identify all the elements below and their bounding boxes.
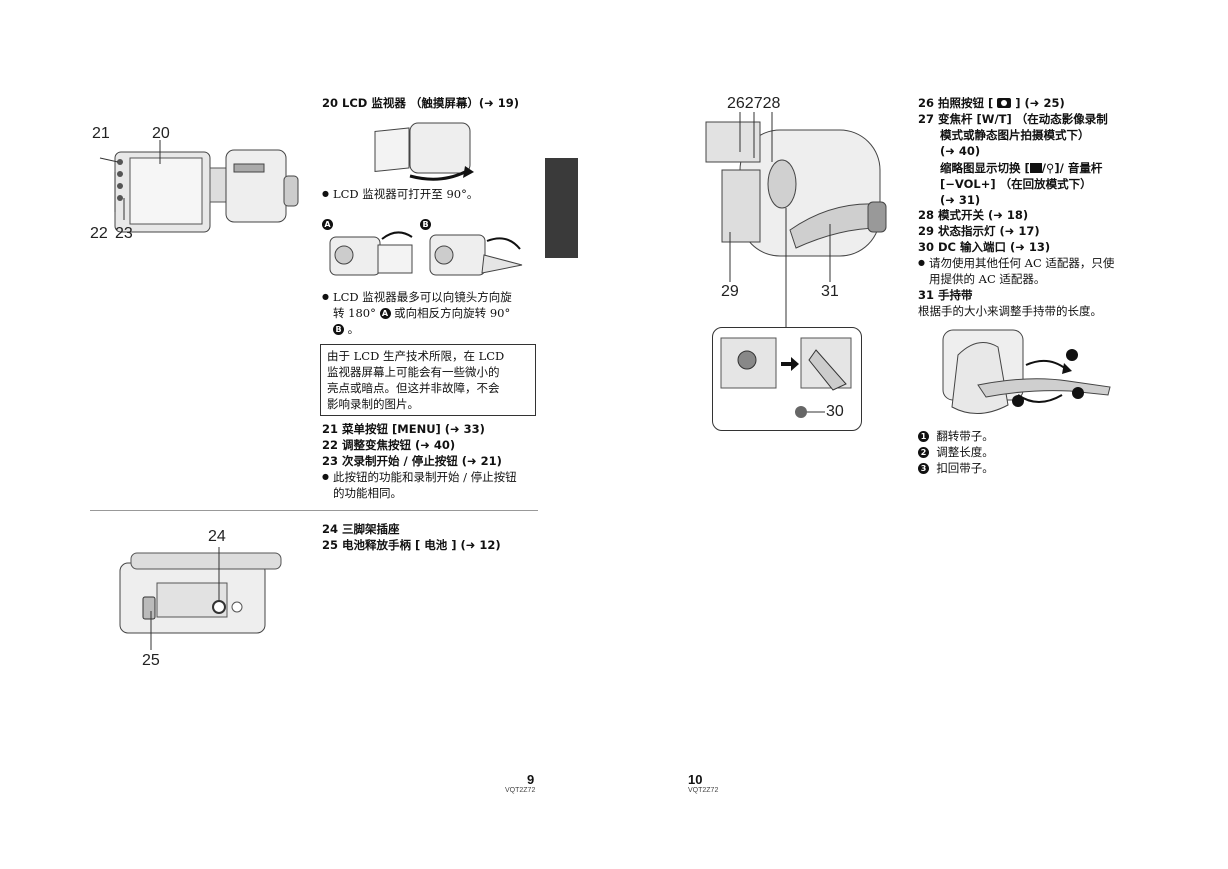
- item-22-zoom-button: 22 调整变焦按钮 (➜ 40): [322, 438, 456, 452]
- step-text: 翻转带子。: [936, 429, 994, 443]
- thumbnail-grid-icon: [1029, 163, 1042, 173]
- grip-belt-description: 根据手的大小来调整手持带的长度。: [918, 304, 1102, 318]
- item-23-sub-record-button: 23 次录制开始 / 停止按钮 (➜ 21): [322, 454, 502, 468]
- callout-29: 29: [721, 283, 739, 300]
- rotate-end: 。: [344, 322, 360, 336]
- thumb-text-a: 缩略图显示切换 [: [940, 161, 1030, 175]
- item26-ref: ] (➜ 25): [1011, 96, 1065, 110]
- rotate-90-text: 或向相反方向旋转 90°: [390, 306, 511, 320]
- step-item: 2 调整长度。: [918, 444, 1138, 460]
- rotate-180-text: 转 180°: [333, 306, 380, 320]
- callout-20: 20: [152, 125, 170, 142]
- item-30-dc-input: 30 DC 输入端口 (➜ 13): [918, 240, 1051, 254]
- section-tab: [545, 158, 578, 258]
- step-item: 3 扣回带子。: [918, 460, 1138, 476]
- step-number: 3: [918, 463, 929, 474]
- item-24-tripod-socket: 24 三脚架插座: [322, 522, 400, 536]
- item-28-mode-switch: 28 模式开关 (➜ 18): [918, 208, 1029, 222]
- item27-line3: (➜ 40): [940, 144, 981, 158]
- camera-side-drawing: [99, 140, 299, 233]
- bullet-23-note: 此按钮的功能和录制开始 / 停止按钮 的功能相同。: [322, 469, 542, 501]
- camera-front-drawing: [705, 112, 887, 327]
- dc-port-drawing: [720, 337, 852, 418]
- page-code-left: VQT2Z72: [505, 787, 536, 794]
- callout-22: 22: [90, 225, 108, 242]
- thumb-line2: [−VOL+] （在回放模式下）: [940, 177, 1092, 191]
- note-line: 影响录制的图片。: [327, 397, 419, 411]
- grip-belt-drawing: [942, 329, 1111, 414]
- callout-26-27-28: 262728: [727, 95, 781, 112]
- note-line: 由于 LCD 生产技术所限，在 LCD: [327, 349, 505, 363]
- callout-24: 24: [208, 528, 226, 545]
- item-26-photo-button: 26 拍照按钮 [ ] (➜ 25): [918, 95, 1148, 111]
- item-21-menu-button: 21 菜单按钮 [MENU] (➜ 33): [322, 422, 485, 436]
- label-a-circle: A: [322, 213, 333, 232]
- note-line: 监视器屏幕上可能会有一些微小的: [327, 365, 500, 379]
- rotate-a-ref: A: [379, 308, 391, 319]
- rotate-b-ref: B: [333, 324, 344, 335]
- item-27-thumbnail-volume: 缩略图显示切换 [ /⚲]/ 音量杆 [−VOL+] （在回放模式下） (➜ 31…: [940, 160, 1150, 208]
- label-b-circle: B: [420, 213, 431, 232]
- thumb-slash: /: [1041, 161, 1046, 175]
- bullet-rotate-line1: LCD 监视器最多可以向镜头方向旋: [322, 289, 542, 305]
- callout-25: 25: [142, 652, 160, 669]
- step-number: 2: [918, 447, 929, 458]
- page-number-left: 9: [527, 772, 535, 787]
- page-code-right: VQT2Z72: [688, 787, 719, 794]
- step-text: 扣回带子。: [936, 461, 994, 475]
- step-text: 调整长度。: [936, 445, 994, 459]
- label-a: A: [322, 219, 333, 230]
- camera-icon: [997, 98, 1012, 108]
- dc-port-inset: 30: [712, 327, 862, 431]
- item27-line2: 模式或静态图片拍摄模式下）: [940, 128, 1090, 142]
- magnifier-icon: ⚲: [1045, 161, 1055, 175]
- item-31-grip-belt: 31 手持带: [918, 288, 973, 302]
- note-line: 亮点或暗点。但这并非故障，不会: [327, 381, 500, 395]
- callout-30: 30: [826, 403, 844, 420]
- bullet-rotate-line3: B 。: [322, 321, 542, 337]
- bullet-lcd-open-90: LCD 监视器可打开至 90°。: [322, 186, 553, 202]
- camera-bottom-drawing: [119, 547, 282, 650]
- item-29-status-indicator: 29 状态指示灯 (➜ 17): [918, 224, 1040, 238]
- thumb-text-b: ]/ 音量杆: [1054, 161, 1103, 175]
- label-b: B: [420, 219, 431, 230]
- callout-21: 21: [92, 125, 110, 142]
- callout-23: 23: [115, 225, 133, 242]
- grip-belt-steps: 1 翻转带子。 2 调整长度。 3 扣回带子。: [918, 428, 1138, 476]
- callout-31: 31: [821, 283, 839, 300]
- lcd-rotate-drawing: [329, 231, 523, 276]
- lcd-open-drawing: [374, 122, 474, 181]
- step-number: 1: [918, 431, 929, 442]
- bullet-23-line2: 的功能相同。: [333, 486, 402, 500]
- bullet30-line1: 请勿使用其他任何 AC 适配器，只使: [918, 255, 1150, 271]
- section-divider: [90, 510, 538, 511]
- item-27-zoom-lever: 27 变焦杆 [W/T] （在动态影像录制 模式或静态图片拍摄模式下） (➜ 4…: [918, 111, 1150, 159]
- bullet-lcd-rotate: LCD 监视器最多可以向镜头方向旋 转 180° A 或向相反方向旋转 90° …: [322, 289, 542, 337]
- item-20-lcd-monitor: 20 LCD 监视器 （触摸屏幕）(➜ 19): [322, 96, 519, 110]
- bullet-rotate-line2: 转 180° A 或向相反方向旋转 90°: [322, 305, 542, 321]
- item27-line1: 27 变焦杆 [W/T] （在动态影像录制: [918, 112, 1108, 126]
- item26-text: 26 拍照按钮 [: [918, 96, 998, 110]
- bullet-30-ac-adapter: 请勿使用其他任何 AC 适配器，只使 用提供的 AC 适配器。: [918, 255, 1150, 287]
- step-item: 1 翻转带子。: [918, 428, 1138, 444]
- page-number-right: 10: [688, 772, 703, 787]
- thumb-line1: 缩略图显示切换 [ /⚲]/ 音量杆: [940, 160, 1150, 176]
- item-25-battery-release: 25 电池释放手柄 [ 电池 ] (➜ 12): [322, 538, 501, 552]
- thumb-line3: (➜ 31): [940, 193, 981, 207]
- bullet-23-line1: 此按钮的功能和录制开始 / 停止按钮: [322, 469, 542, 485]
- lcd-note-box: 由于 LCD 生产技术所限，在 LCD 监视器屏幕上可能会有一些微小的 亮点或暗…: [320, 344, 536, 416]
- bullet30-line2: 用提供的 AC 适配器。: [929, 272, 1046, 286]
